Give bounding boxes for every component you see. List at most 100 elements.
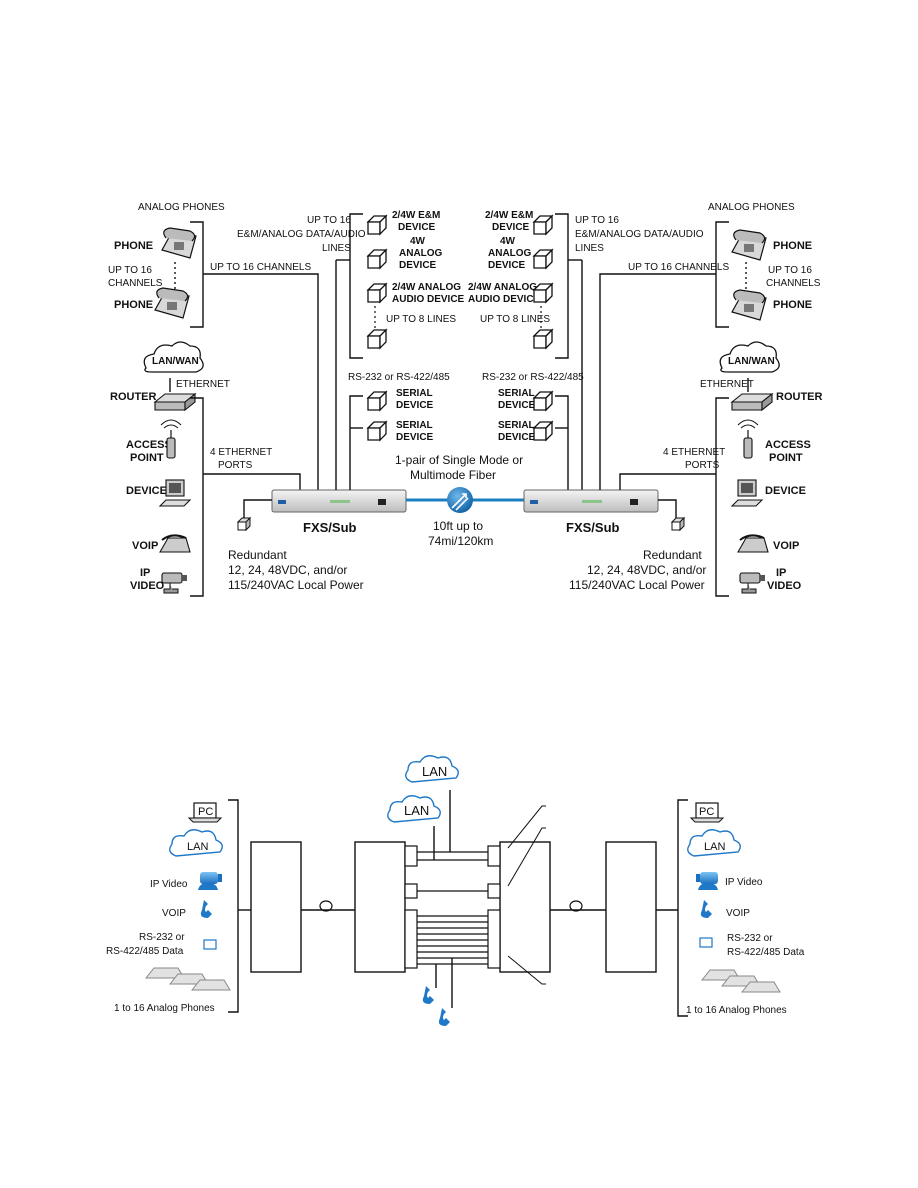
network-bracket [190,397,204,597]
em-lines-label-1: UP TO 16 [575,215,619,226]
port-block [404,909,418,969]
phone-icon [154,287,190,319]
ethernet-label: ETHERNET [700,379,754,390]
audio-device-box-icon [366,328,388,350]
callout-lines [507,805,546,985]
up-to-16-channels-label-1: UP TO 16 [108,265,152,276]
em-lines-label-3: LINES [322,243,351,254]
power-label-2: 12, 24, 48VDC, and/or [587,563,706,577]
computer-icon [158,479,192,507]
up-to-16-channels-label: UP TO 16 CHANNELS [210,262,311,273]
up-to-8-lines-label: UP TO 8 LINES [480,314,550,325]
ip-video-label: IP Video [150,879,188,890]
ip-video-label: IP Video [725,877,763,888]
power-label-1: Redundant [643,548,702,562]
port-block [487,845,501,867]
top-right-section: 2/4W E&M DEVICE 4W ANALOG DEVICE 2/4W AN… [468,202,823,597]
ethernet-ports-line [203,473,301,490]
phones-label: 1 to 16 Analog Phones [114,1003,215,1014]
em-device-label-1: 2/4W E&M [392,210,440,221]
power-label-2: 12, 24, 48VDC, and/or [228,563,347,577]
serial-device-label-2b: DEVICE [396,432,434,443]
ip-video-label-2: VIDEO [767,580,802,592]
em-lines-label-3: LINES [575,243,604,254]
serial-device-label-1b: DEVICE [498,400,536,411]
data-label-1: RS-232 or [139,932,185,943]
voip-icon [200,900,212,918]
unit-label-right: FXS/Sub [566,520,620,535]
access-point-icon [160,419,182,459]
audio-device-label-2: AUDIO DEVICE [468,294,541,305]
analog-4w-label-1: 4W [410,236,426,247]
ethernet-label: ETHERNET [176,379,230,390]
port-block [404,845,418,867]
phone-icon [731,229,767,261]
ip-video-label-1: IP [776,567,786,579]
analog-4w-label-2: ANALOG [488,248,532,259]
audio-device-box-icon [532,328,554,350]
pc-label: PC [198,806,213,818]
fiber-label-2: Multimode Fiber [410,468,496,482]
access-point-label-2: POINT [769,452,803,464]
em-device-label-1: 2/4W E&M [485,210,533,221]
fiber-loop [319,900,333,912]
port-block [487,909,501,969]
fiber-label-1: 1-pair of Single Mode or [395,453,523,467]
voip-label: VOIP [726,908,750,919]
serial-line [555,395,569,490]
serial-device-box-icon [366,420,388,442]
pc-label: PC [699,806,714,818]
analog-4w-label-2: ANALOG [399,248,443,259]
lan-cloud-icon [687,829,741,857]
phone-label-2: PHONE [773,299,812,311]
voip-label: VOIP [132,540,158,552]
top-left-section: ANALOG PHONES PHONE UP TO 16 CHANNELS PH… [108,202,465,597]
analog-phones-label: ANALOG PHONES [708,202,795,213]
fxs-sub-unit-right [523,489,659,513]
phone-channel-line [599,273,716,490]
analog-4w-label-1: 4W [500,236,516,247]
ip-video-label-1: IP [140,567,150,579]
up-to-16-channels-label-2: CHANNELS [108,278,163,289]
data-label-2: RS-422/485 Data [106,946,184,957]
em-device-label-2: DEVICE [398,222,436,233]
access-point-label-1: ACCESS [126,439,172,451]
lan-cloud-icon [405,755,459,783]
ip-video-icon [198,872,222,890]
pc-icon [187,802,223,823]
serial-device-label-1a: SERIAL [396,388,433,399]
serial-device-label-1b: DEVICE [396,400,434,411]
analog-phones-label: ANALOG PHONES [138,202,225,213]
ip-video-label-2: VIDEO [130,580,165,592]
router-icon [730,392,774,412]
serial-device-box-icon [366,390,388,412]
left-bracket [228,799,239,1013]
four-ethernet-label-1: 4 ETHERNET [210,447,272,458]
router-label: ROUTER [110,391,157,403]
voip-icon [422,986,434,1004]
lan-mid-label: LAN [404,803,429,818]
power-supply-icon [236,516,252,532]
four-ethernet-label-2: PORTS [218,460,253,471]
right-central-unit [499,841,551,973]
up-to-16-channels-label-2: CHANNELS [766,278,821,289]
em-lines-label-2: E&M/ANALOG DATA/AUDIO [575,229,704,240]
serial-device-label-1a: SERIAL [498,388,535,399]
serial-device-label-2a: SERIAL [396,420,433,431]
serial-device-box-icon [532,420,554,442]
lan-wan-cloud-icon [143,341,204,373]
power-line-right [658,499,677,520]
audio-device-label-2: AUDIO DEVICE [392,294,465,305]
up-to-8-lines-label: UP TO 8 LINES [386,314,456,325]
em-bracket [349,213,363,359]
analog-4w-device-box-icon [532,248,554,270]
ip-camera-icon [161,572,187,594]
voip-label: VOIP [162,908,186,919]
lan-wan-label: LAN/WAN [728,356,775,367]
phone-channel-line [203,273,319,490]
four-ethernet-label-2: PORTS [685,460,720,471]
serial-device-label-2a: SERIAL [498,420,535,431]
audio-device-label-1: 2/4W ANALOG [392,282,461,293]
bottom-section: LAN LAN [106,755,805,1026]
